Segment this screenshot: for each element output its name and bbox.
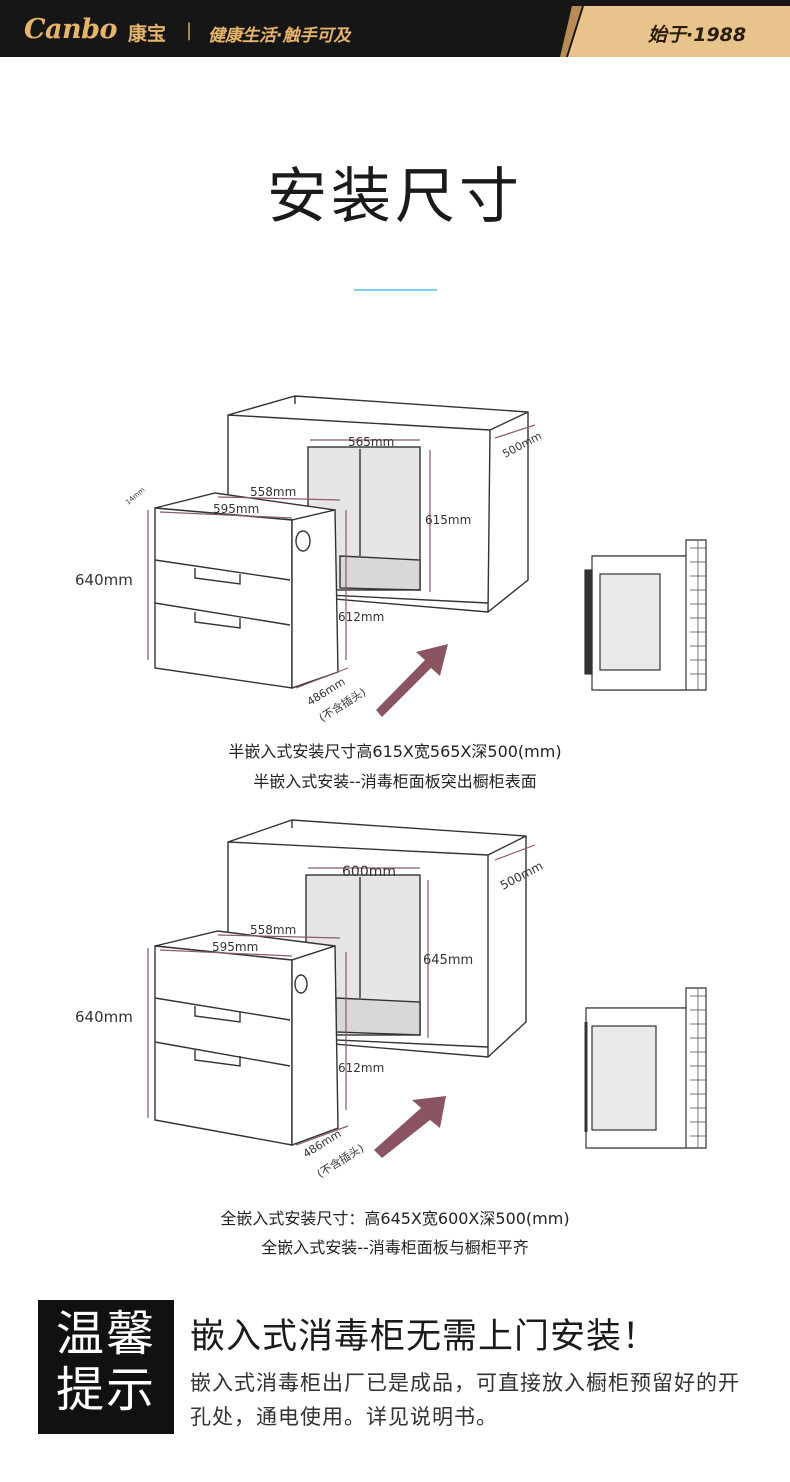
tip-heading: 嵌入式消毒柜无需上门安装！	[190, 1317, 659, 1357]
since-year: 始于·1988	[648, 24, 747, 46]
caption-full-line1: 全嵌入式安装尺寸：高645X宽600X深500(mm)	[220, 1209, 570, 1228]
direction-arrow	[376, 644, 448, 717]
label-cabinet-width: 565mm	[348, 435, 394, 449]
label-cabinet-height: 645mm	[423, 953, 473, 968]
label-unit-top-depth: 558mm	[250, 485, 296, 499]
label-unit-height: 640mm	[75, 571, 133, 589]
label-unit-panel: 14mm	[124, 486, 147, 507]
header-divider: |	[186, 20, 193, 41]
label-unit-top-depth: 558mm	[250, 923, 296, 937]
label-cabinet-height: 615mm	[425, 513, 471, 527]
label-unit-width: 595mm	[212, 940, 258, 954]
direction-arrow	[374, 1096, 446, 1158]
label-unit-body-height: 612mm	[338, 1061, 384, 1075]
tip-label-box	[38, 1300, 174, 1434]
label-unit-body-height: 612mm	[338, 610, 384, 624]
caption-semi-line1: 半嵌入式安装尺寸高615X宽565X深500(mm)	[228, 742, 562, 761]
tip-label: 温馨提示	[55, 1306, 156, 1418]
caption-semi-line2: 半嵌入式安装--消毒柜面板突出橱柜表面	[253, 772, 537, 791]
brand-logo[interactable]: Canbo	[24, 14, 118, 45]
header-badge	[592, 6, 790, 57]
page-title: 安装尺寸	[267, 162, 523, 232]
brand-tagline: 健康生活·触手可及	[208, 26, 351, 46]
installation-diagram-full: 600mm 500mm 645mm 558mm 595mm 640mm 612m…	[75, 819, 707, 1181]
installation-diagram-semi: 565mm 500mm 615mm 14mm 558mm 595mm 640mm…	[75, 395, 707, 725]
title-underline	[354, 289, 437, 291]
label-unit-height: 640mm	[75, 1008, 133, 1026]
brand-name: 康宝	[128, 23, 167, 45]
caption-full-line2: 全嵌入式安装--消毒柜面板与橱柜平齐	[261, 1238, 529, 1257]
label-cabinet-width: 600mm	[342, 864, 396, 880]
tip-body: 嵌入式消毒柜出厂已是成品，可直接放入橱柜预留好的开孔处，通电使用。详见说明书。	[190, 1371, 740, 1429]
label-unit-width: 595mm	[213, 502, 259, 516]
